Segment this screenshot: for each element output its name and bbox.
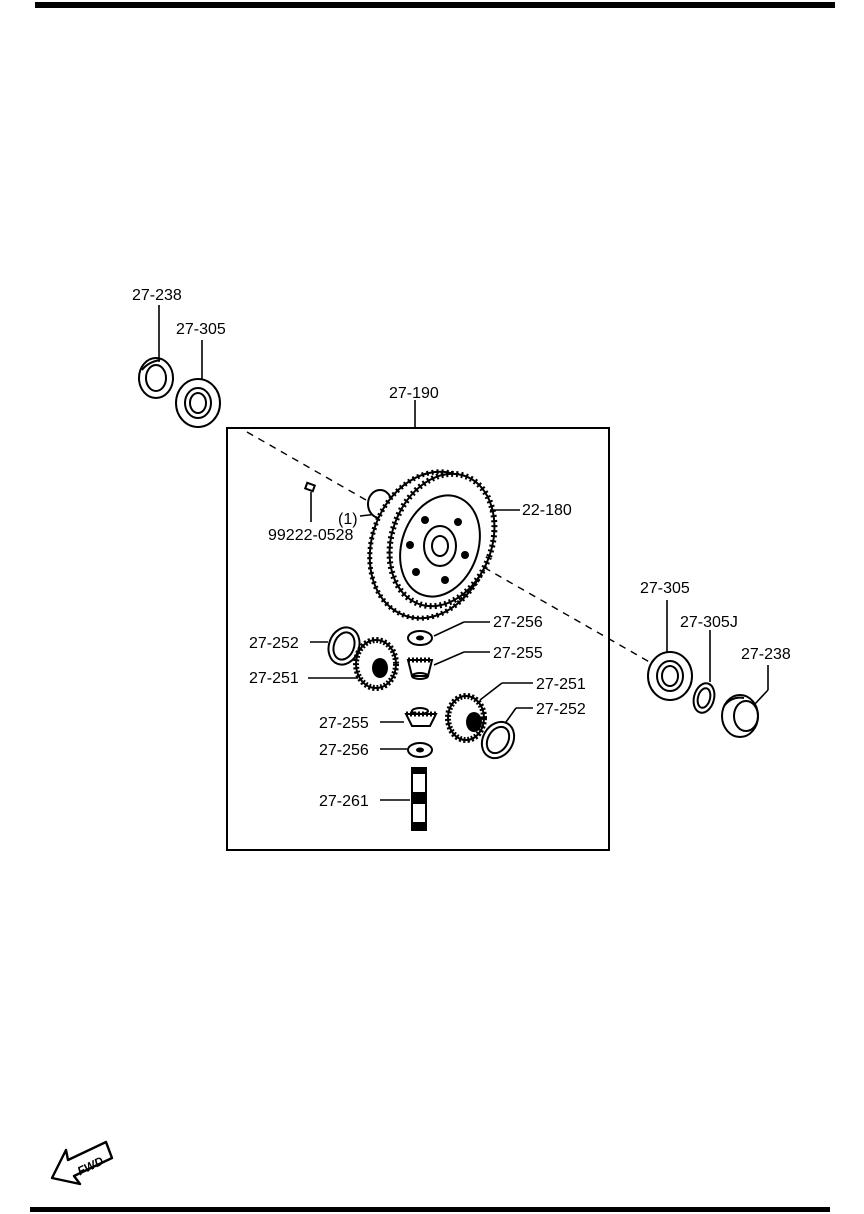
pinion-gear-top-part — [406, 657, 434, 680]
label-right-seal: 27-238 — [741, 646, 791, 663]
fwd-arrow-icon: FWD — [50, 1140, 114, 1186]
right-bearing-part — [647, 651, 693, 701]
label-left-seal: 27-238 — [132, 287, 182, 304]
label-side-washer-left: 27-252 — [249, 635, 299, 652]
label-ring-gear: 22-180 — [522, 502, 572, 519]
ring-gear-part — [367, 469, 498, 621]
label-right-bearing: 27-305 — [640, 580, 690, 597]
left-bearing-part — [175, 378, 221, 428]
label-side-gear-left: 27-251 — [249, 670, 299, 687]
bolt-part — [303, 481, 317, 493]
label-thrust-washer-top: 27-256 — [493, 614, 543, 631]
side-washer-right-part — [480, 720, 516, 760]
bottom-rule — [30, 1207, 830, 1212]
label-pinion-gear-bottom: 27-255 — [319, 715, 369, 732]
label-bolt-qty: (1) — [338, 511, 358, 528]
label-pinion-shaft: 27-261 — [319, 793, 369, 810]
side-gear-right-part — [445, 693, 487, 743]
label-bolt: 99222-0528 — [268, 527, 354, 544]
label-pinion-gear-top: 27-255 — [493, 645, 543, 662]
pinion-shaft-part — [411, 767, 427, 831]
label-side-gear-right: 27-251 — [536, 676, 586, 693]
right-seal-part — [721, 694, 759, 738]
thrust-washer-bottom-part — [407, 742, 433, 758]
top-rule — [35, 2, 835, 8]
label-assembly: 27-190 — [389, 385, 439, 402]
label-right-shim: 27-305J — [680, 614, 738, 631]
right-shim-part — [692, 682, 716, 714]
label-thrust-washer-bottom: 27-256 — [319, 742, 369, 759]
thrust-washer-top-part — [407, 630, 433, 646]
pinion-gear-bottom-part — [404, 707, 438, 727]
left-seal-part — [138, 357, 174, 399]
label-left-bearing: 27-305 — [176, 321, 226, 338]
label-side-washer-right: 27-252 — [536, 701, 586, 718]
side-gear-left-part — [353, 637, 399, 691]
